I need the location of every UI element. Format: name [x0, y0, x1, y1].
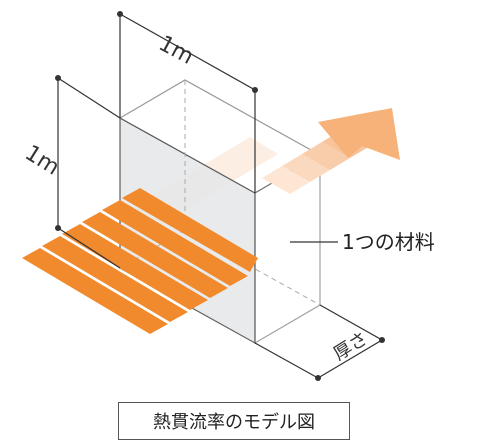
dot-icon — [379, 337, 385, 343]
dot-icon — [315, 375, 321, 381]
caption-text: 熱貫流率のモデル図 — [153, 412, 315, 433]
heat-stripe — [282, 154, 330, 182]
heat-stripe — [122, 188, 258, 272]
hidden-edge — [184, 229, 321, 306]
caption-box: 熱貫流率のモデル図 — [118, 402, 350, 440]
heat-stripe — [42, 236, 188, 322]
material-label: 1つの材料 — [342, 230, 435, 254]
dot-icon — [117, 11, 123, 17]
dot-icon — [55, 225, 61, 231]
heat-stripe — [22, 248, 168, 334]
dimension-markers — [55, 11, 385, 381]
dot-icon — [55, 75, 61, 81]
heat-stripe — [102, 200, 248, 286]
heat-flow-arrow-icon — [318, 108, 400, 160]
dot-icon — [252, 87, 258, 93]
heat-stripe — [82, 212, 228, 298]
heat-stripe — [302, 142, 350, 170]
heat-stripe — [62, 224, 208, 310]
heat-stripe — [262, 166, 310, 194]
heat-stripes-front — [22, 188, 258, 334]
dimension-lines — [57, 13, 383, 379]
